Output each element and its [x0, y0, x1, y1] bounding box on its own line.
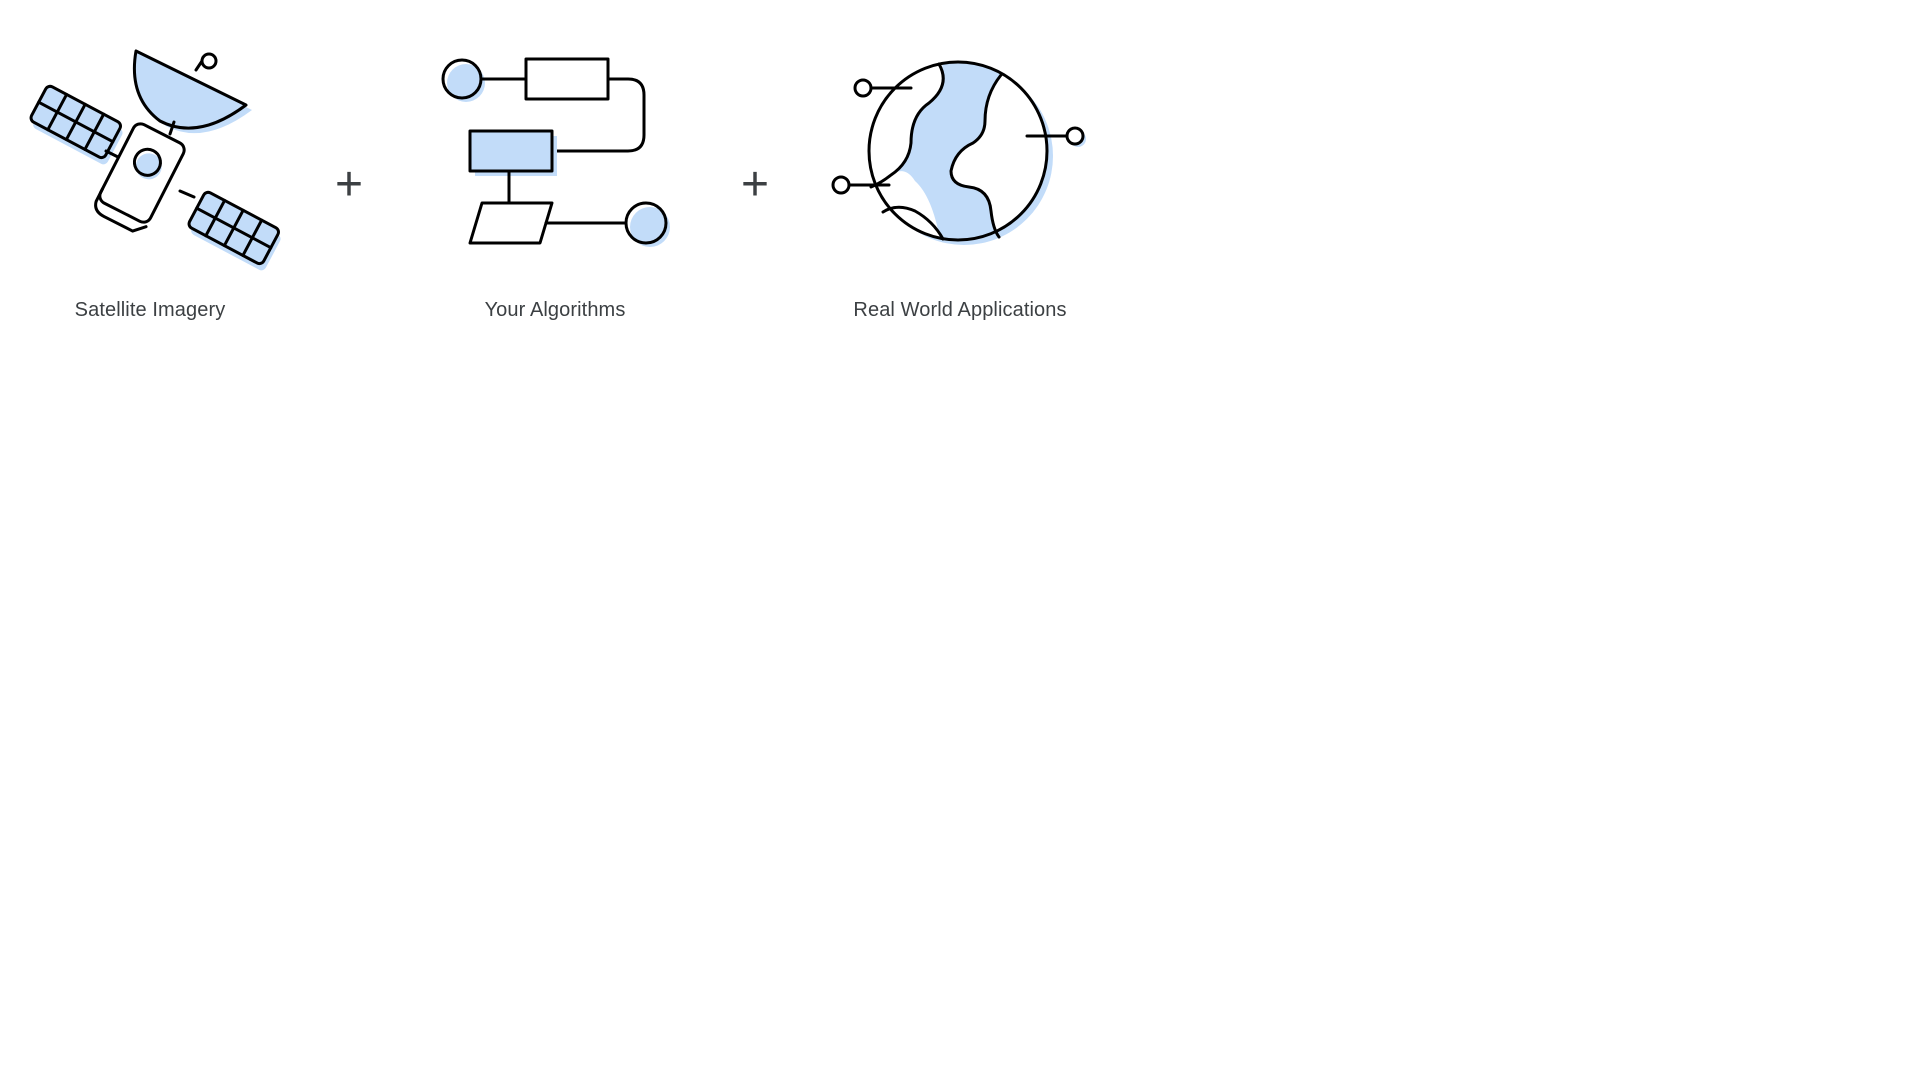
caption-satellite-imagery: Satellite Imagery — [74, 299, 226, 321]
globe-icon — [825, 55, 1095, 255]
caption-your-algorithms: Your Algorithms — [484, 299, 626, 321]
algorithm-flowchart-icon — [430, 55, 680, 255]
plus-operator-1: + — [334, 158, 364, 211]
diagram: Satellite Imagery + — [0, 0, 1130, 340]
satellite-icon — [10, 45, 290, 271]
caption-real-world-applications: Real World Applications — [853, 299, 1067, 321]
plus-operator-2: + — [740, 158, 770, 211]
